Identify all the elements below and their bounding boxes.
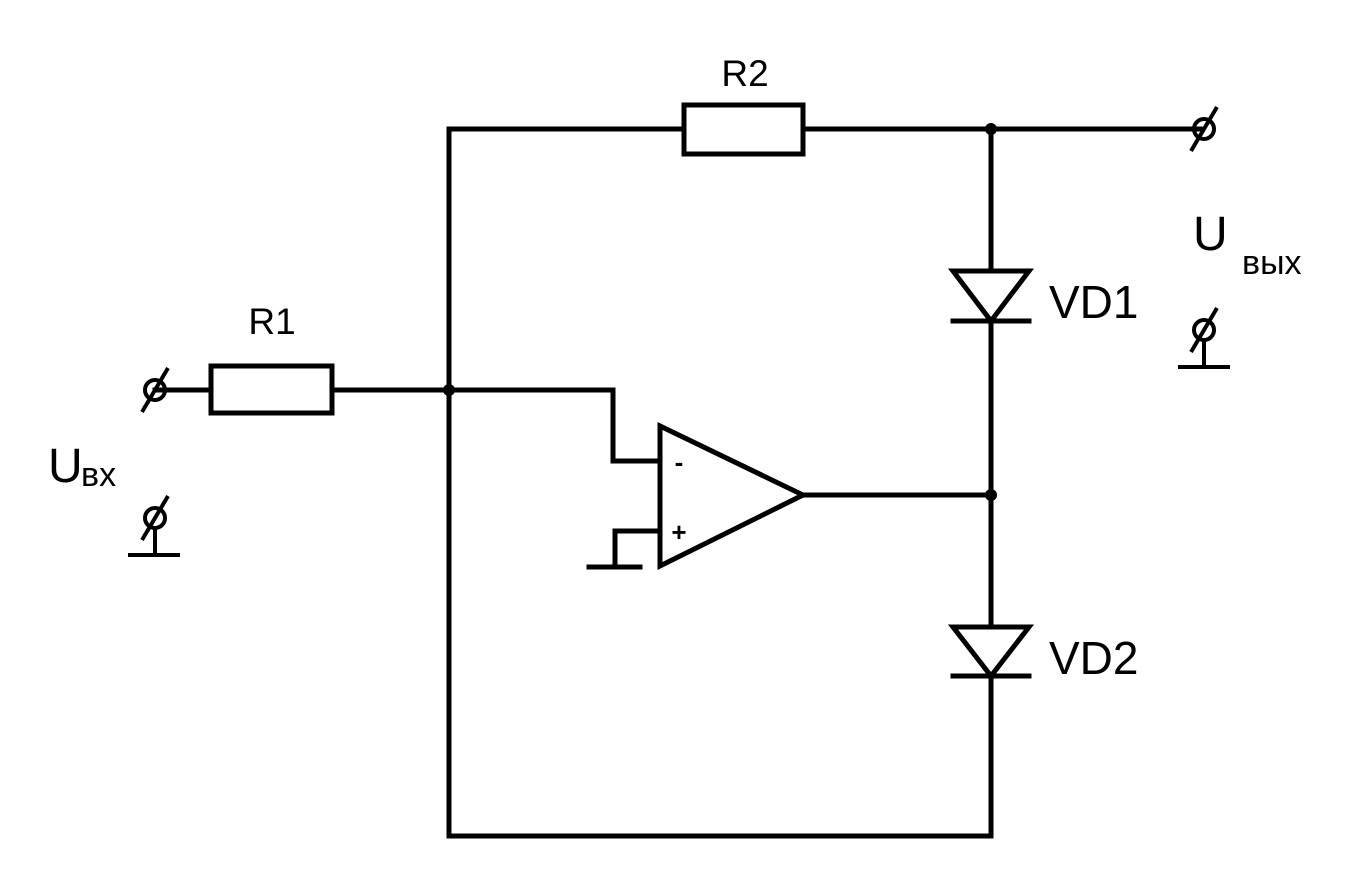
terminal-icon-output [1189, 105, 1219, 153]
junction-dot-input-node [443, 384, 455, 396]
terminal-output-ground-slash [1189, 306, 1219, 354]
diode-vd1-icon [947, 268, 1035, 326]
wires [152, 126, 1203, 839]
wire-node-inverting-input [446, 387, 663, 464]
label-r2: R2 [721, 53, 768, 94]
terminal-input-slash [140, 366, 170, 414]
label-output-voltage-sub: вых [1242, 244, 1302, 282]
label-r1: R1 [248, 301, 295, 342]
label-input-voltage-sub: вх [81, 456, 116, 494]
wire-noninverting-ground [612, 528, 663, 570]
terminal-icon-output-ground [1178, 306, 1230, 369]
label-vd2: VD2 [1049, 632, 1138, 684]
diode-vd1-triangle [947, 268, 1035, 326]
terminal-output-slash [1189, 105, 1219, 153]
terminal-input-circle [143, 378, 167, 402]
terminal-input-ground-slash [140, 494, 170, 542]
terminal-icon-input-ground [128, 494, 180, 557]
label-output-voltage-main: U [1193, 208, 1228, 261]
label-vd1: VD1 [1049, 276, 1138, 328]
junction-dot-output-node [985, 123, 997, 135]
resistor-r2-icon [681, 102, 806, 157]
diode-vd2-icon [947, 624, 1035, 681]
terminal-icon-input [140, 366, 170, 414]
terminal-output-circle [1192, 117, 1216, 141]
resistor-r1-icon [208, 363, 335, 416]
junction-dot-opamp-node [985, 489, 997, 501]
label-input-voltage-main: U [48, 440, 83, 493]
diode-vd2-triangle [947, 624, 1035, 681]
op-amp-triangle [657, 422, 809, 571]
op-amp-plus-sign: + [671, 517, 686, 547]
op-amp-minus-sign: - [675, 447, 684, 477]
op-amp-icon: - + [586, 422, 809, 571]
